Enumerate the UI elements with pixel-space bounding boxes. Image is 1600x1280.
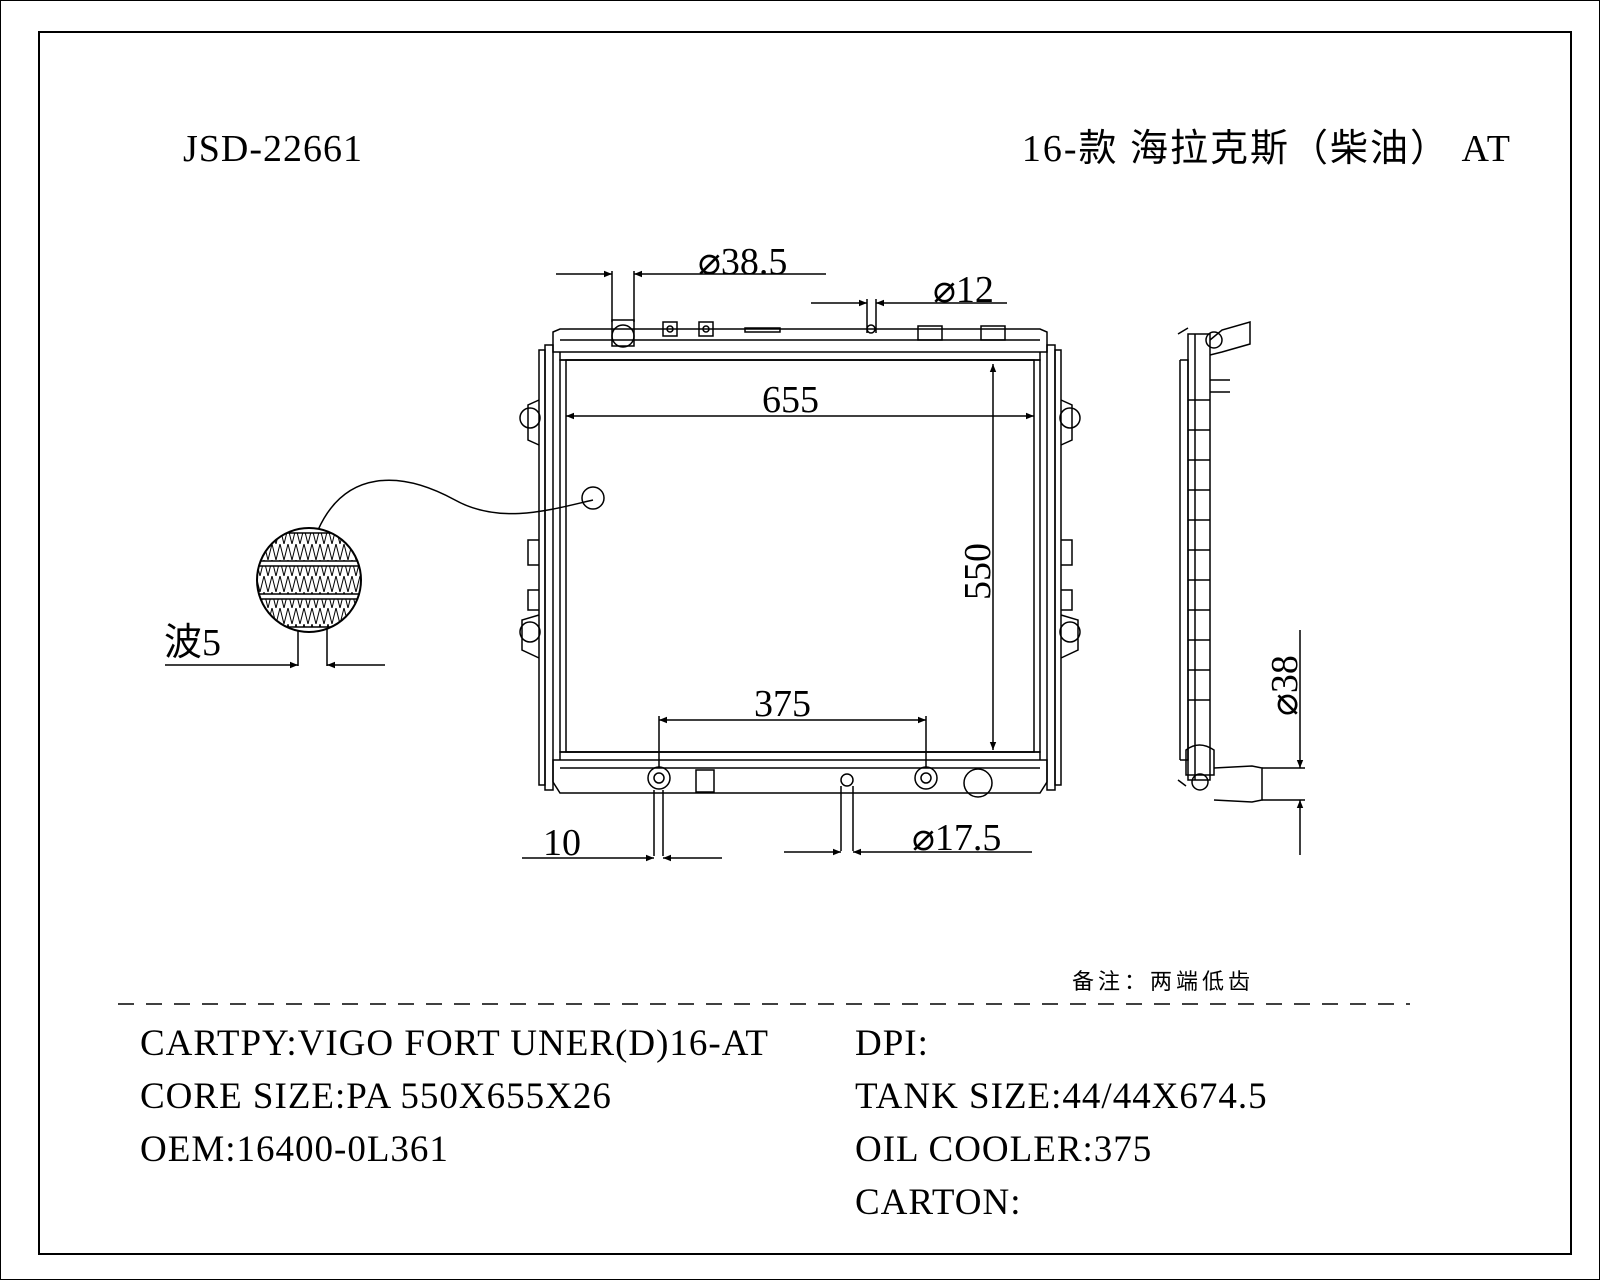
dim-core-height: 550 (957, 543, 999, 600)
dim-core-width: 655 (762, 379, 819, 421)
dim-drain-diameter: ⌀17.5 (912, 817, 1001, 859)
inner-border (38, 31, 1572, 1255)
dim-cap-diameter: ⌀12 (933, 269, 994, 311)
dim-inlet-diameter: ⌀38.5 (698, 241, 787, 283)
fin-detail (256, 527, 362, 633)
spec-dpi: DPI: (855, 1023, 929, 1064)
spec-oem: OEM:16400-0L361 (140, 1129, 449, 1170)
dim-oil-cooler-pitch: 375 (754, 683, 811, 725)
spec-car-type: CARTPY:VIGO FORT UNER(D)16-AT (140, 1023, 769, 1064)
model-title: 16-款 海拉克斯（柴油） AT (1021, 128, 1512, 170)
dim-outlet-diameter: ⌀38 (1264, 655, 1306, 716)
dim-pipe-offset: 10 (543, 822, 581, 864)
dim-fin-wave: 波5 (164, 622, 221, 664)
dimension-lines (165, 270, 1305, 862)
spec-tank-size: TANK SIZE:44/44X674.5 (855, 1076, 1268, 1117)
spec-oil-cooler: OIL COOLER:375 (855, 1129, 1153, 1170)
spec-carton: CARTON: (855, 1182, 1022, 1223)
radiator-front-view (519, 319, 1081, 798)
spec-core-size: CORE SIZE:PA 550X655X26 (140, 1076, 612, 1117)
part-number: JSD-22661 (183, 128, 364, 170)
remark-note: 备注：两端低齿 (1072, 970, 1255, 995)
radiator-side-view (1177, 321, 1263, 803)
